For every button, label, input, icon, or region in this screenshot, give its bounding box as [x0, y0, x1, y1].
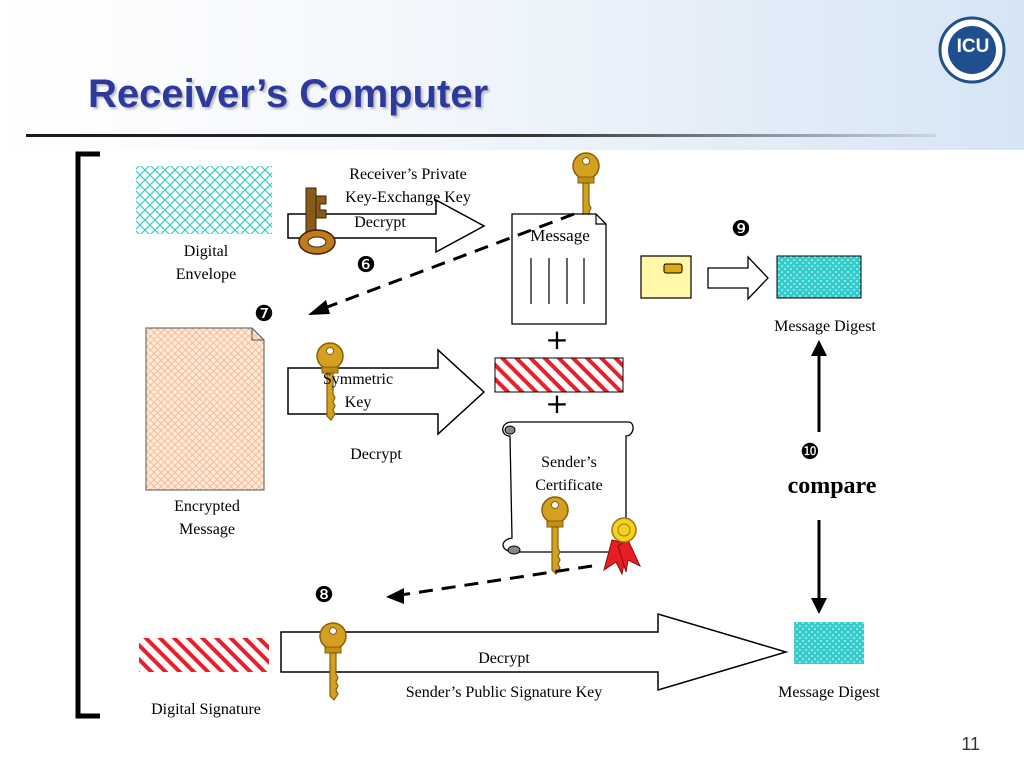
- decrypt-bottom-label: Decrypt: [478, 650, 530, 667]
- signature-bar-middle: [494, 357, 624, 393]
- decrypt-arrow-bottom: [280, 612, 789, 692]
- public-signature-key-label: Sender’s Public Signature Key: [405, 684, 603, 701]
- left-bracket: [75, 151, 100, 719]
- decrypt-middle-label: Decrypt: [350, 446, 402, 463]
- message-digest-top-box: [776, 255, 862, 299]
- page-number: 11: [961, 734, 980, 754]
- message-label: Message: [530, 226, 590, 245]
- certificate-seal-icon: [603, 517, 642, 576]
- small-envelope: [640, 255, 692, 299]
- hash-arrow: [707, 255, 769, 301]
- digital-signature-label: Digital Signature: [151, 701, 261, 718]
- dashed-arrow-6: [313, 212, 575, 314]
- plus-sign-1: +: [545, 323, 569, 356]
- step-10-marker: ❿: [800, 440, 820, 465]
- compare-label: compare: [787, 473, 877, 499]
- senders-certificate-scroll: [502, 421, 634, 555]
- step-8-marker: ❽: [314, 583, 334, 608]
- digital-signature-graphic: [139, 638, 269, 672]
- dashed-arrow-8: [393, 564, 593, 598]
- logo-text: ICU: [956, 36, 990, 57]
- message-document: [511, 213, 607, 325]
- digital-envelope-graphic: [136, 166, 272, 234]
- step-7-marker: ❼: [254, 302, 274, 327]
- icu-logo: [938, 16, 1006, 84]
- encrypted-message-document: [145, 327, 265, 491]
- step-6-marker: ❻: [356, 253, 376, 278]
- message-digest-bottom-box: [794, 622, 864, 664]
- plus-sign-2: +: [545, 387, 569, 420]
- title-underline: [26, 134, 936, 137]
- private-key-icon: [298, 187, 336, 255]
- decrypt-top-label: Decrypt: [354, 214, 406, 231]
- message-digest-top-label: Message Digest: [774, 318, 876, 335]
- slide-title: Receiver’s Computer: [88, 72, 489, 116]
- step-9-marker: ❾: [731, 217, 751, 242]
- message-digest-bottom-label: Message Digest: [778, 684, 880, 701]
- header-background: [0, 0, 1024, 150]
